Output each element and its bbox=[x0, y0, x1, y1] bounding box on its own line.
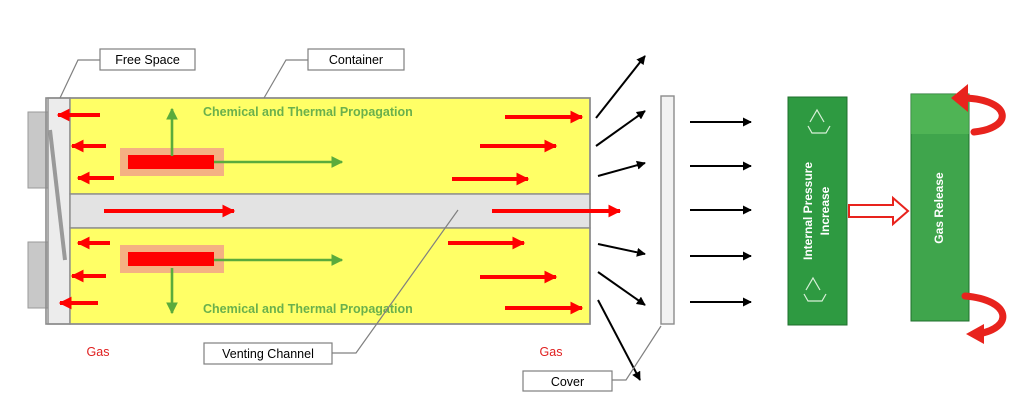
release-arrowhead-top-icon bbox=[951, 84, 968, 112]
gas-release-box: Gas Release bbox=[910, 93, 970, 322]
callout-venting-channel: Venting Channel bbox=[203, 342, 333, 365]
propagation-label-top: Chemical and Thermal Propagation bbox=[203, 105, 413, 119]
gas-flow-arrows bbox=[56, 108, 622, 315]
internal-pressure-box: Internal Pressure Increase bbox=[787, 96, 848, 326]
callout-cover: Cover bbox=[522, 370, 613, 392]
outflow-fan-arrows bbox=[595, 55, 646, 381]
venting-channel-label: Venting Channel bbox=[222, 347, 314, 361]
callout-free-space: Free Space bbox=[99, 48, 196, 71]
hollow-arrow-icon bbox=[848, 195, 910, 227]
hotspot-top bbox=[120, 148, 224, 176]
gas-release-label: Gas Release bbox=[932, 172, 946, 244]
recycle-icon bbox=[803, 108, 831, 302]
release-arrow-icons bbox=[961, 94, 1007, 338]
release-arrowhead-bottom-icon bbox=[966, 324, 984, 344]
cover-label: Cover bbox=[551, 375, 584, 389]
pressure-label-line2: Increase bbox=[818, 186, 832, 235]
free-space-label: Free Space bbox=[115, 53, 180, 67]
callout-leaders bbox=[59, 59, 662, 381]
cover-plate bbox=[660, 95, 675, 325]
propagation-arrows bbox=[166, 107, 344, 315]
container-label: Container bbox=[329, 53, 383, 67]
pressure-label-line1: Internal Pressure bbox=[801, 162, 815, 260]
gas-label-left: Gas bbox=[87, 345, 110, 359]
left-end-plates bbox=[27, 97, 71, 325]
propagation-label-bottom: Chemical and Thermal Propagation bbox=[203, 302, 413, 316]
callout-container: Container bbox=[307, 48, 405, 71]
gas-label-right: Gas bbox=[540, 345, 563, 359]
post-cover-arrows bbox=[690, 117, 752, 307]
